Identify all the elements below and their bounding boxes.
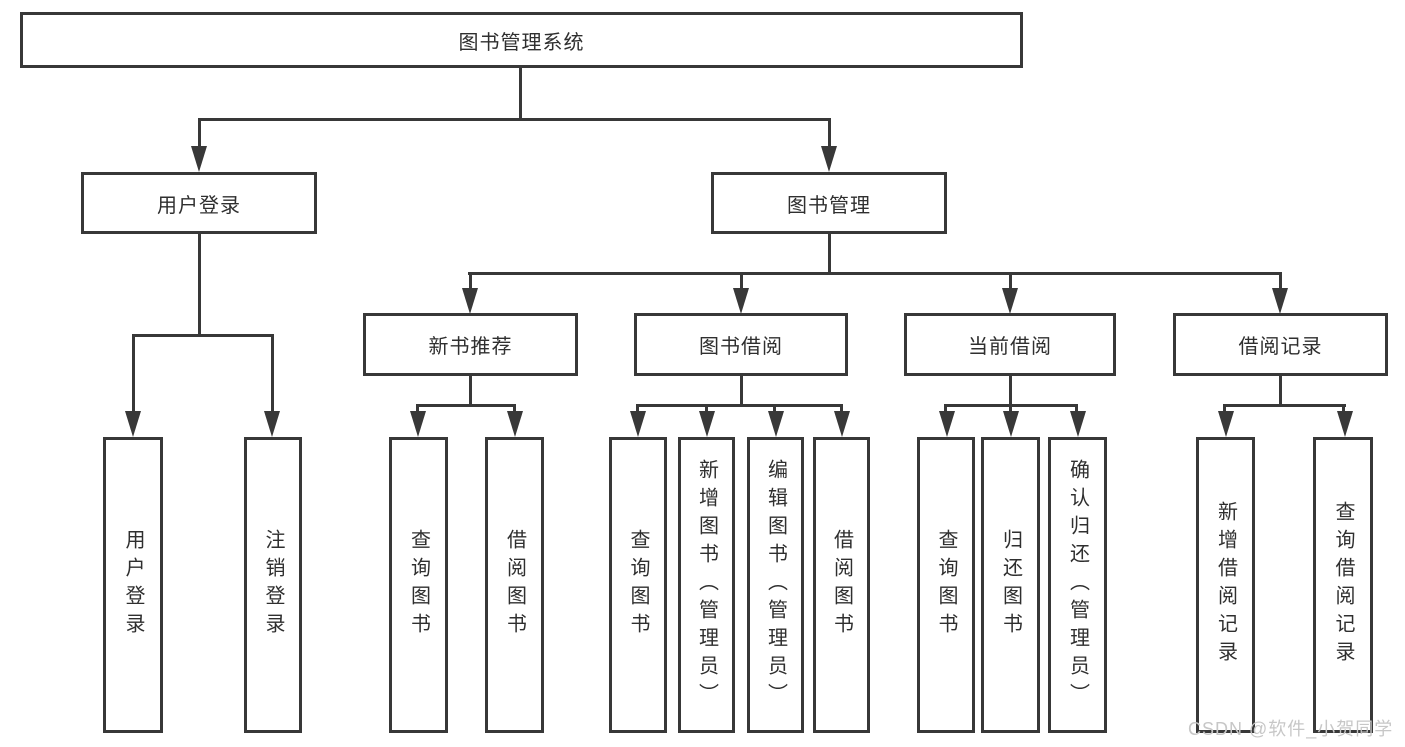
node-root-label: 图书管理系统 bbox=[458, 31, 585, 54]
arrow-down-icon bbox=[939, 411, 955, 437]
node-current-borrow: 当前借阅 bbox=[904, 313, 1116, 376]
node-new-book-recommend: 新书推荐 bbox=[363, 313, 578, 376]
arrow-down-icon bbox=[733, 288, 749, 314]
connector-line bbox=[1342, 404, 1345, 414]
arrow-down-icon bbox=[699, 411, 715, 437]
connector-line bbox=[416, 404, 516, 407]
connector-line bbox=[1224, 404, 1346, 407]
leaf-user-login-label: 用户登录 bbox=[122, 529, 144, 641]
leaf-edit-book-admin: 编辑图书（管理员） bbox=[747, 437, 804, 733]
node-book-borrow: 图书借阅 bbox=[634, 313, 848, 376]
node-borrow-records: 借阅记录 bbox=[1173, 313, 1388, 376]
connector-line bbox=[198, 118, 831, 121]
node-user-login-label: 用户登录 bbox=[157, 194, 241, 217]
leaf-add-book-admin-label: 新增图书（管理员） bbox=[695, 459, 718, 711]
node-book-management-label: 图书管理 bbox=[787, 194, 871, 217]
connector-line bbox=[469, 272, 472, 292]
node-book-management: 图书管理 bbox=[711, 172, 947, 234]
leaf-confirm-return-admin-label: 确认归还（管理员） bbox=[1066, 459, 1089, 711]
connector-line bbox=[416, 404, 419, 414]
arrow-down-icon bbox=[410, 411, 426, 437]
connector-line bbox=[519, 67, 522, 120]
connector-line bbox=[828, 118, 831, 150]
arrow-down-icon bbox=[125, 411, 141, 437]
leaf-query-books-2-label: 查询图书 bbox=[627, 529, 649, 641]
node-new-book-recommend-label: 新书推荐 bbox=[428, 336, 513, 358]
connector-line bbox=[469, 376, 472, 406]
arrow-down-icon bbox=[768, 411, 784, 437]
connector-line bbox=[1075, 404, 1078, 414]
connector-line bbox=[132, 334, 135, 412]
connector-line bbox=[513, 404, 516, 414]
connector-line bbox=[198, 233, 201, 336]
leaf-confirm-return-admin: 确认归还（管理员） bbox=[1048, 437, 1107, 733]
leaf-return-book-label: 归还图书 bbox=[999, 529, 1022, 641]
arrow-down-icon bbox=[821, 146, 837, 172]
connector-line bbox=[271, 334, 274, 412]
connector-line bbox=[1279, 376, 1282, 406]
leaf-query-borrow-record: 查询借阅记录 bbox=[1313, 437, 1373, 733]
connector-line bbox=[1223, 404, 1226, 414]
connector-line bbox=[198, 118, 201, 150]
arrow-down-icon bbox=[630, 411, 646, 437]
connector-line bbox=[740, 272, 743, 292]
leaf-add-borrow-record: 新增借阅记录 bbox=[1196, 437, 1255, 733]
leaf-logout-label: 注销登录 bbox=[262, 529, 284, 641]
leaf-query-books-2: 查询图书 bbox=[609, 437, 667, 733]
leaf-query-books-3: 查询图书 bbox=[917, 437, 975, 733]
node-root: 图书管理系统 bbox=[20, 12, 1023, 68]
connector-line bbox=[828, 233, 831, 274]
leaf-query-books-3-label: 查询图书 bbox=[935, 529, 957, 641]
leaf-borrow-books-2-label: 借阅图书 bbox=[830, 529, 853, 641]
leaf-query-books-1-label: 查询图书 bbox=[407, 529, 430, 641]
leaf-edit-book-admin-label: 编辑图书（管理员） bbox=[764, 459, 787, 711]
leaf-borrow-books-2: 借阅图书 bbox=[813, 437, 870, 733]
arrow-down-icon bbox=[191, 146, 207, 172]
connector-line bbox=[132, 334, 274, 337]
arrow-down-icon bbox=[264, 411, 280, 437]
node-borrow-records-label: 借阅记录 bbox=[1238, 336, 1323, 358]
leaf-add-book-admin: 新增图书（管理员） bbox=[678, 437, 735, 733]
leaf-logout: 注销登录 bbox=[244, 437, 302, 733]
connector-line bbox=[1279, 272, 1282, 292]
leaf-query-books-1: 查询图书 bbox=[389, 437, 448, 733]
connector-line bbox=[636, 404, 639, 414]
arrow-down-icon bbox=[462, 288, 478, 314]
watermark: CSDN @软件_小贺同学 bbox=[1188, 719, 1394, 739]
arrow-down-icon bbox=[1272, 288, 1288, 314]
arrow-down-icon bbox=[1002, 288, 1018, 314]
connector-line bbox=[740, 376, 743, 406]
arrow-down-icon bbox=[1218, 411, 1234, 437]
node-user-login: 用户登录 bbox=[81, 172, 317, 234]
connector-line bbox=[773, 404, 776, 414]
arrow-down-icon bbox=[1070, 411, 1086, 437]
connector-line bbox=[1009, 404, 1012, 414]
connector-line bbox=[1009, 376, 1012, 406]
leaf-add-borrow-record-label: 新增借阅记录 bbox=[1214, 501, 1237, 669]
connector-line bbox=[468, 272, 1282, 275]
connector-line bbox=[636, 404, 842, 407]
arrow-down-icon bbox=[1337, 411, 1353, 437]
leaf-borrow-books-1: 借阅图书 bbox=[485, 437, 544, 733]
leaf-query-borrow-record-label: 查询借阅记录 bbox=[1332, 501, 1354, 669]
connector-line bbox=[705, 404, 708, 414]
leaf-borrow-books-1-label: 借阅图书 bbox=[503, 529, 526, 641]
connector-line bbox=[840, 404, 843, 414]
arrow-down-icon bbox=[1003, 411, 1019, 437]
arrow-down-icon bbox=[507, 411, 523, 437]
node-current-borrow-label: 当前借阅 bbox=[968, 336, 1052, 358]
leaf-return-book: 归还图书 bbox=[981, 437, 1040, 733]
node-book-borrow-label: 图书借阅 bbox=[699, 336, 783, 358]
connector-line bbox=[944, 404, 947, 414]
arrow-down-icon bbox=[834, 411, 850, 437]
connector-line bbox=[1009, 272, 1012, 292]
leaf-user-login: 用户登录 bbox=[103, 437, 163, 733]
